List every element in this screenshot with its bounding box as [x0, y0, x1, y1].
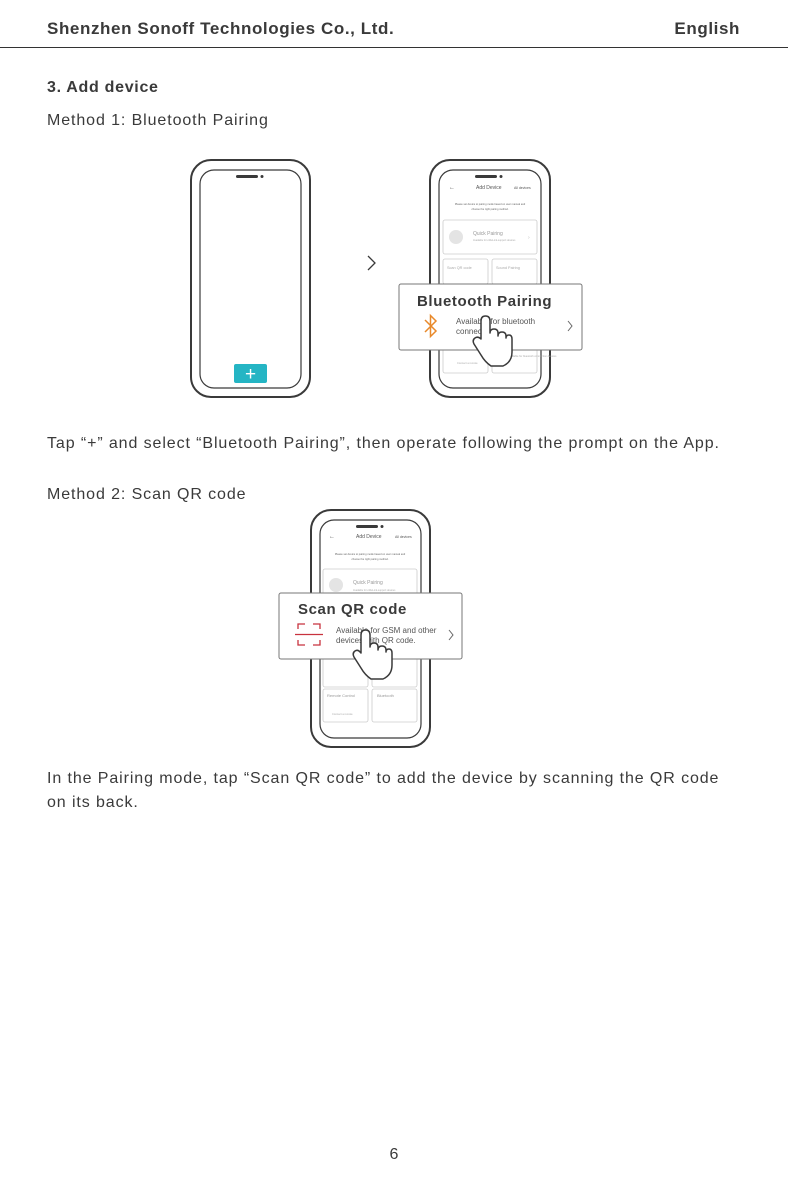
page-header: Shenzhen Sonoff Technologies Co., Ltd. E… — [0, 0, 788, 48]
remote-control-mini-card[interactable] — [322, 688, 369, 723]
method2-title: Method 2: Scan QR code — [47, 486, 247, 503]
quick-pairing-icon — [329, 578, 343, 592]
scan-qr-card-desc-line2: devices with QR code. — [336, 636, 416, 645]
scan-qr-card-desc-line1: Available for GSM and other — [336, 626, 437, 635]
quick-pairing-label: Quick Pairing — [353, 580, 383, 586]
chevron-right-icon: › — [528, 235, 530, 241]
method1-illustration: + ← Add Device All devices Please set de… — [190, 159, 583, 398]
phone-home-screen: + — [190, 159, 311, 398]
method1-instruction: Tap “+” and select “Bluetooth Pairing”, … — [47, 435, 720, 452]
chevron-right-icon — [448, 629, 454, 641]
prompt-line2: choose the right pairing method. — [351, 557, 388, 561]
bluetooth-icon — [424, 313, 438, 339]
chevron-right-icon — [567, 320, 573, 332]
add-plus-button[interactable] — [234, 364, 267, 383]
back-arrow-icon[interactable]: ← — [329, 534, 335, 540]
method1-title: Method 1: Bluetooth Pairing — [47, 112, 269, 129]
connect-remote-label: Connect a remote — [457, 361, 478, 365]
chevron-right-icon — [367, 255, 376, 271]
bluetooth-pairing-card[interactable]: Bluetooth Pairing Available for bluetoot… — [398, 283, 583, 351]
plus-label: + — [245, 364, 256, 385]
all-devices-link[interactable]: All devices — [514, 186, 531, 190]
bluetooth-card-title: Bluetooth Pairing — [417, 293, 552, 310]
remote-control-label: Remote Control — [327, 693, 355, 698]
scan-qr-mini-label: Scan QR code — [447, 266, 472, 270]
prompt-line1: Please set device to pairing mode based … — [335, 552, 406, 556]
bluetooth-mini-label: Bluetooth — [377, 693, 394, 698]
sound-pairing-mini-card[interactable] — [491, 258, 538, 285]
hand-pointer-icon — [472, 315, 513, 367]
quick-pairing-desc: Available for eWeLink-support devices — [473, 239, 516, 242]
page-number: 6 — [389, 1146, 399, 1163]
bluetooth-card-desc-line1: Available for bluetooth — [456, 317, 535, 326]
qr-scan-icon — [295, 623, 323, 646]
quick-pairing-desc: Available for eWeLink-support devices — [353, 589, 396, 592]
screen-title: Add Device — [356, 534, 382, 540]
scan-qr-card-title: Scan QR code — [298, 601, 407, 618]
quick-pairing-card[interactable] — [442, 219, 538, 255]
back-arrow-icon[interactable]: ← — [449, 185, 455, 191]
screen-title: Add Device — [476, 185, 502, 191]
method2-instruction-line1: In the Pairing mode, tap “Scan QR code” … — [47, 770, 720, 787]
prompt-line1: Please set device to pairing mode based … — [455, 202, 526, 206]
quick-pairing-icon — [449, 230, 463, 244]
hand-pointer-icon — [352, 629, 393, 680]
method2-illustration: ← Add Device All devices Please set devi… — [278, 509, 463, 748]
section-title: 3. Add device — [47, 79, 159, 96]
connect-remote-label: Connect a remote — [332, 712, 353, 716]
all-devices-link[interactable]: All devices — [395, 535, 412, 539]
language-label: English — [674, 19, 740, 38]
company-name: Shenzhen Sonoff Technologies Co., Ltd. — [47, 19, 395, 38]
sound-pairing-mini-label: Sound Pairing — [496, 266, 520, 270]
prompt-line2: choose the right pairing method. — [471, 207, 508, 211]
scan-qr-card[interactable]: Scan QR code Available for GSM and other… — [278, 592, 463, 660]
method2-instruction-line2: on its back. — [47, 794, 139, 811]
bluetooth-card-desc-line2: connection — [456, 327, 495, 336]
scan-qr-mini-card[interactable] — [442, 258, 489, 285]
quick-pairing-label: Quick Pairing — [473, 231, 503, 237]
bluetooth-mini-card[interactable] — [371, 688, 418, 723]
bluetooth-mini-desc: Available for bluetooth connection devic… — [508, 354, 557, 358]
